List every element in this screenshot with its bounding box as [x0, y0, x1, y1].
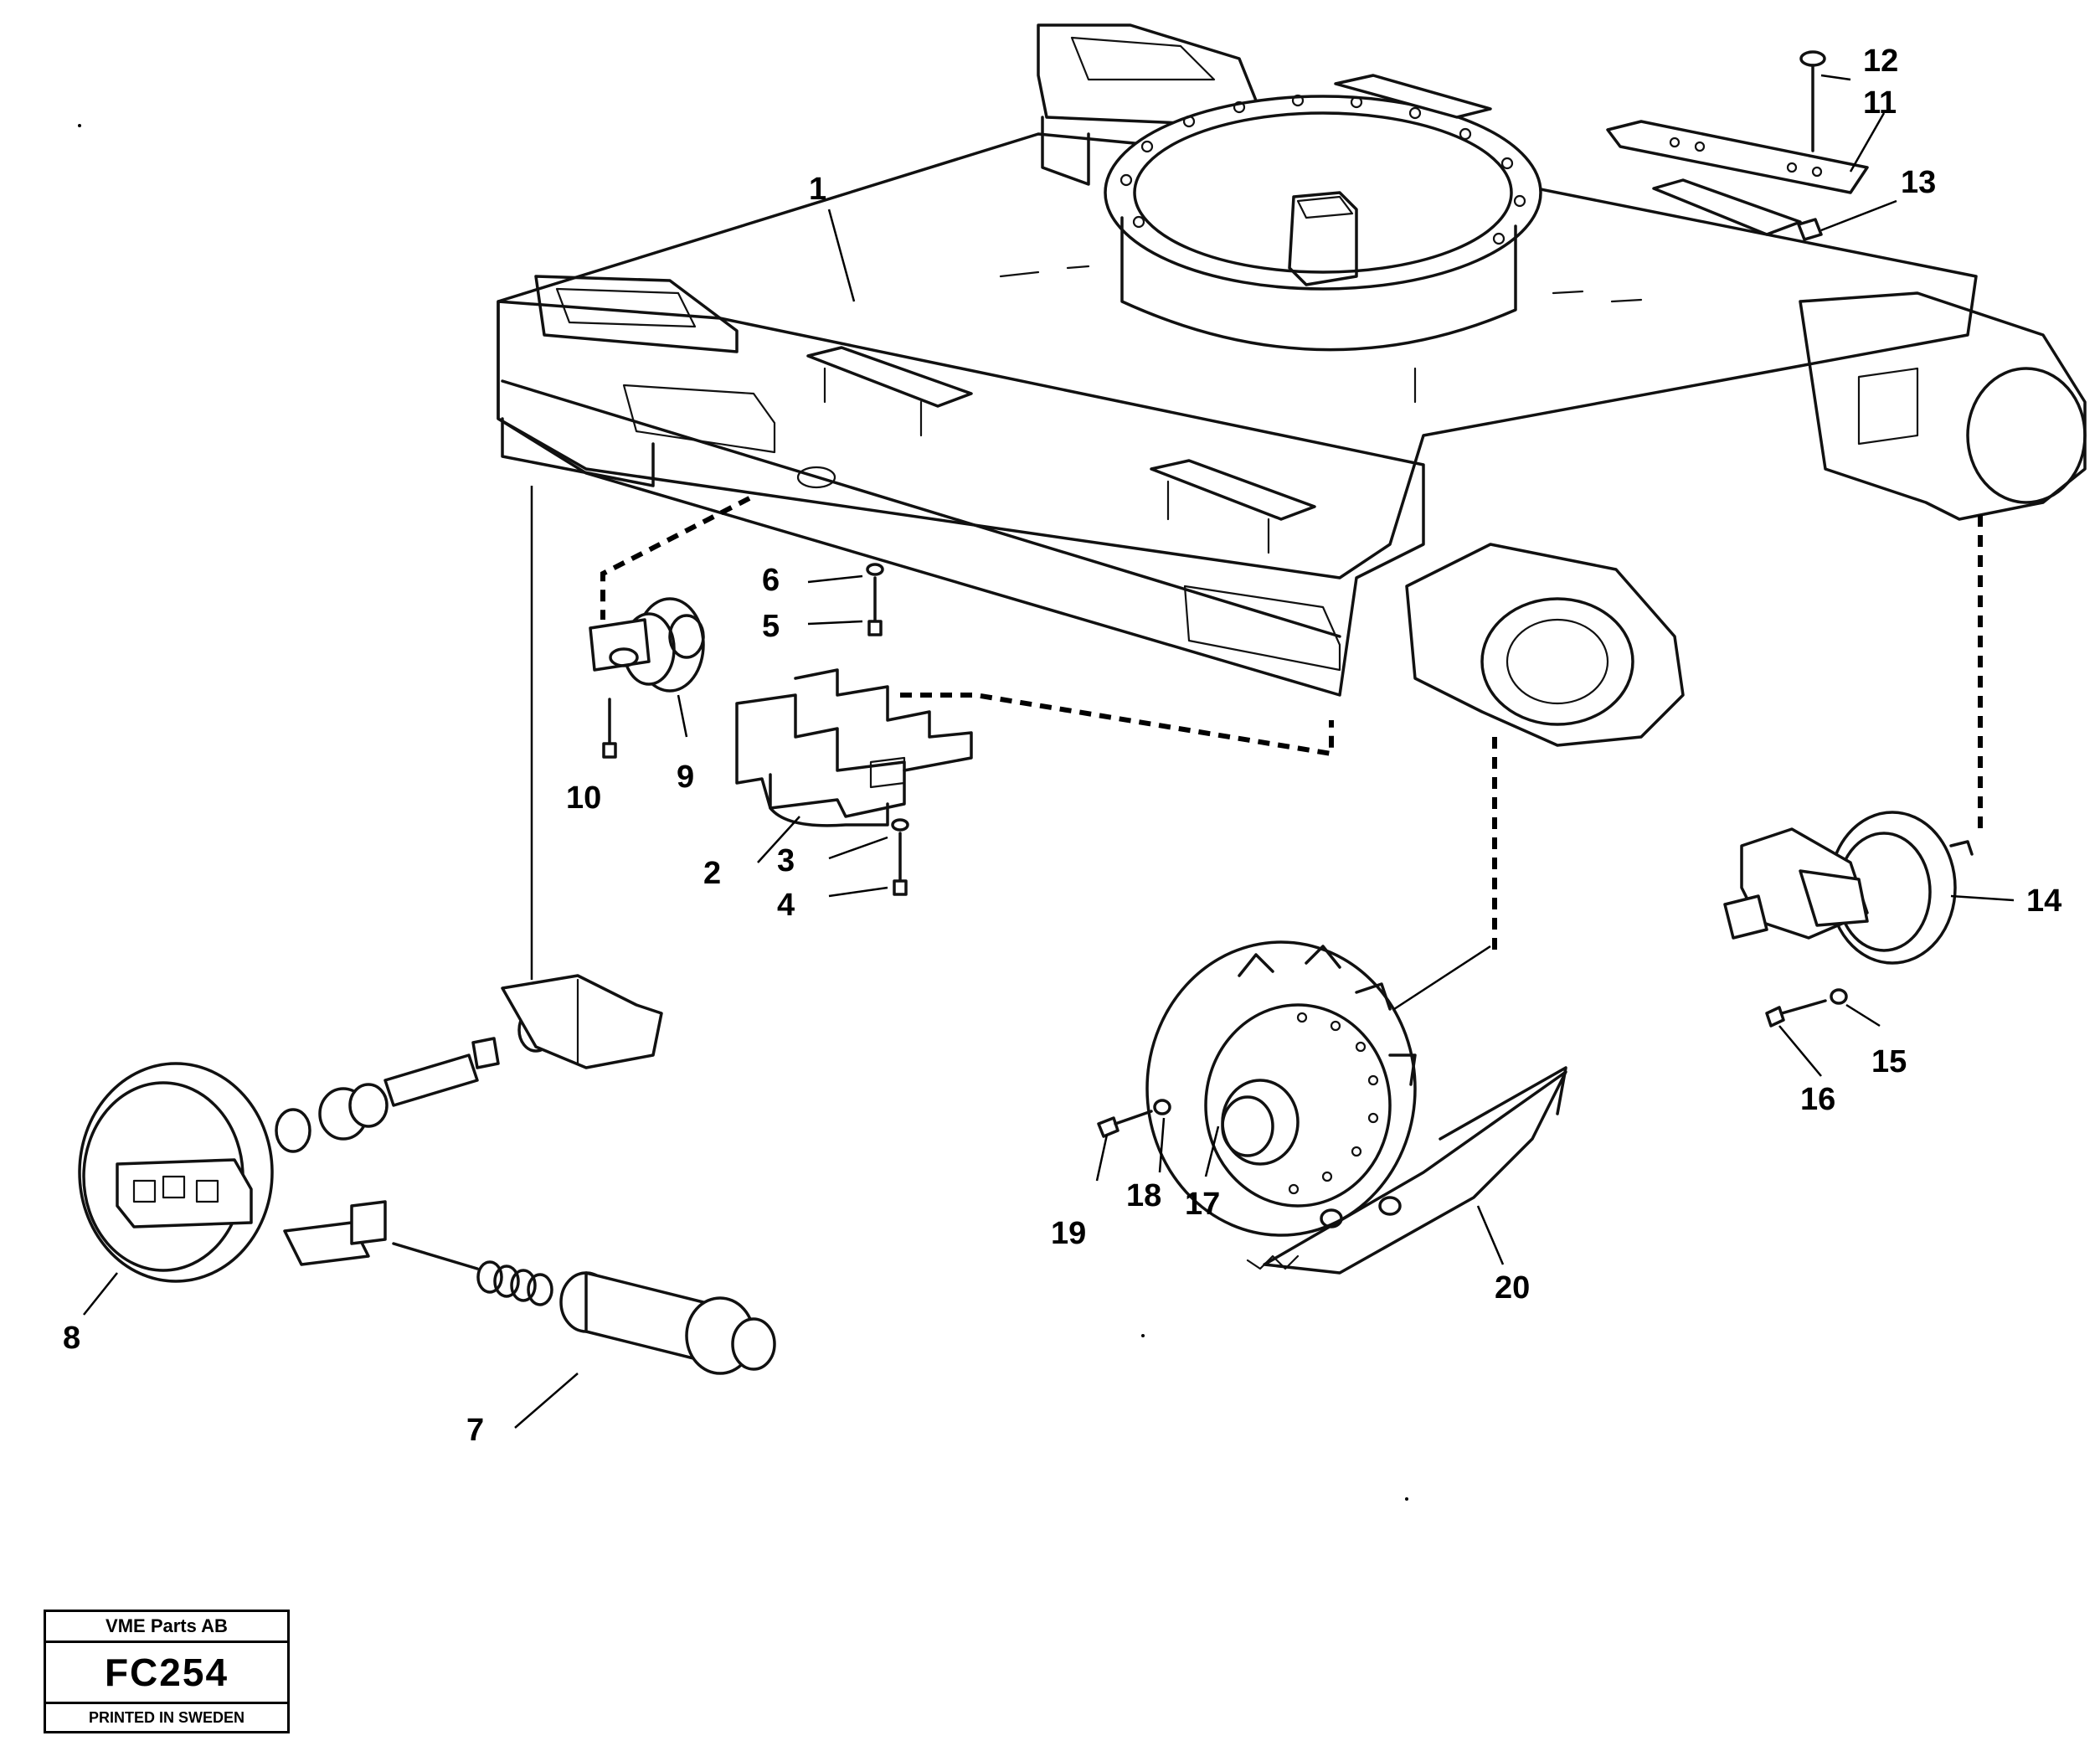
screw-3-4	[891, 818, 909, 896]
callout-labels: 1 2 3 4 5 6 7 8 9 10 11 12 13 14 15 16 1…	[63, 44, 2061, 1448]
recoil-spring	[283, 1200, 776, 1375]
screw-18-19	[1097, 1099, 1171, 1138]
callout-2: 2	[703, 856, 721, 891]
callout-16: 16	[1800, 1082, 1835, 1117]
rail-plate-11	[1606, 120, 1869, 194]
callout-14: 14	[2026, 883, 2061, 919]
screw-12	[1799, 50, 1826, 152]
idler-shaft-assembly	[275, 974, 663, 1153]
title-block: VME Parts AB FC254 PRINTED IN SWEDEN	[44, 1610, 290, 1733]
track-guide	[735, 668, 973, 827]
track-chain	[1246, 1066, 1567, 1275]
leader-lines	[83, 74, 2015, 1429]
drive-sprocket	[1145, 940, 1417, 1237]
callout-6: 6	[762, 563, 780, 598]
title-block-company: VME Parts AB	[46, 1612, 287, 1643]
callout-12: 12	[1863, 44, 1898, 79]
screw-5-6	[866, 563, 884, 636]
sprocket-bolts	[1288, 1012, 1379, 1195]
title-block-code: FC254	[46, 1643, 287, 1704]
title-block-printed: PRINTED IN SWEDEN	[88, 1709, 244, 1726]
callout-10: 10	[566, 780, 601, 816]
callout-8: 8	[63, 1321, 80, 1356]
callout-20: 20	[1495, 1270, 1530, 1306]
callout-4: 4	[777, 888, 795, 923]
callout-9: 9	[677, 760, 694, 795]
screw-15-16	[1765, 988, 1848, 1028]
screw-10	[602, 698, 617, 759]
callout-19: 19	[1051, 1216, 1086, 1251]
undercarriage-frame	[497, 23, 2087, 747]
nut-13	[1797, 218, 1823, 241]
turntable-bolts	[1119, 94, 1526, 245]
callout-17: 17	[1185, 1187, 1220, 1222]
callout-1: 1	[809, 172, 826, 207]
front-idler	[78, 1062, 274, 1283]
callout-18: 18	[1126, 1178, 1161, 1213]
callout-11: 11	[1863, 85, 1897, 121]
travel-motor	[1723, 811, 1974, 965]
callout-13: 13	[1901, 165, 1936, 200]
callout-15: 15	[1871, 1044, 1907, 1079]
carrier-roller	[589, 597, 705, 693]
callout-5: 5	[762, 609, 780, 644]
callout-3: 3	[777, 843, 795, 878]
callout-7: 7	[466, 1413, 484, 1448]
assembly-lines	[530, 486, 1983, 980]
